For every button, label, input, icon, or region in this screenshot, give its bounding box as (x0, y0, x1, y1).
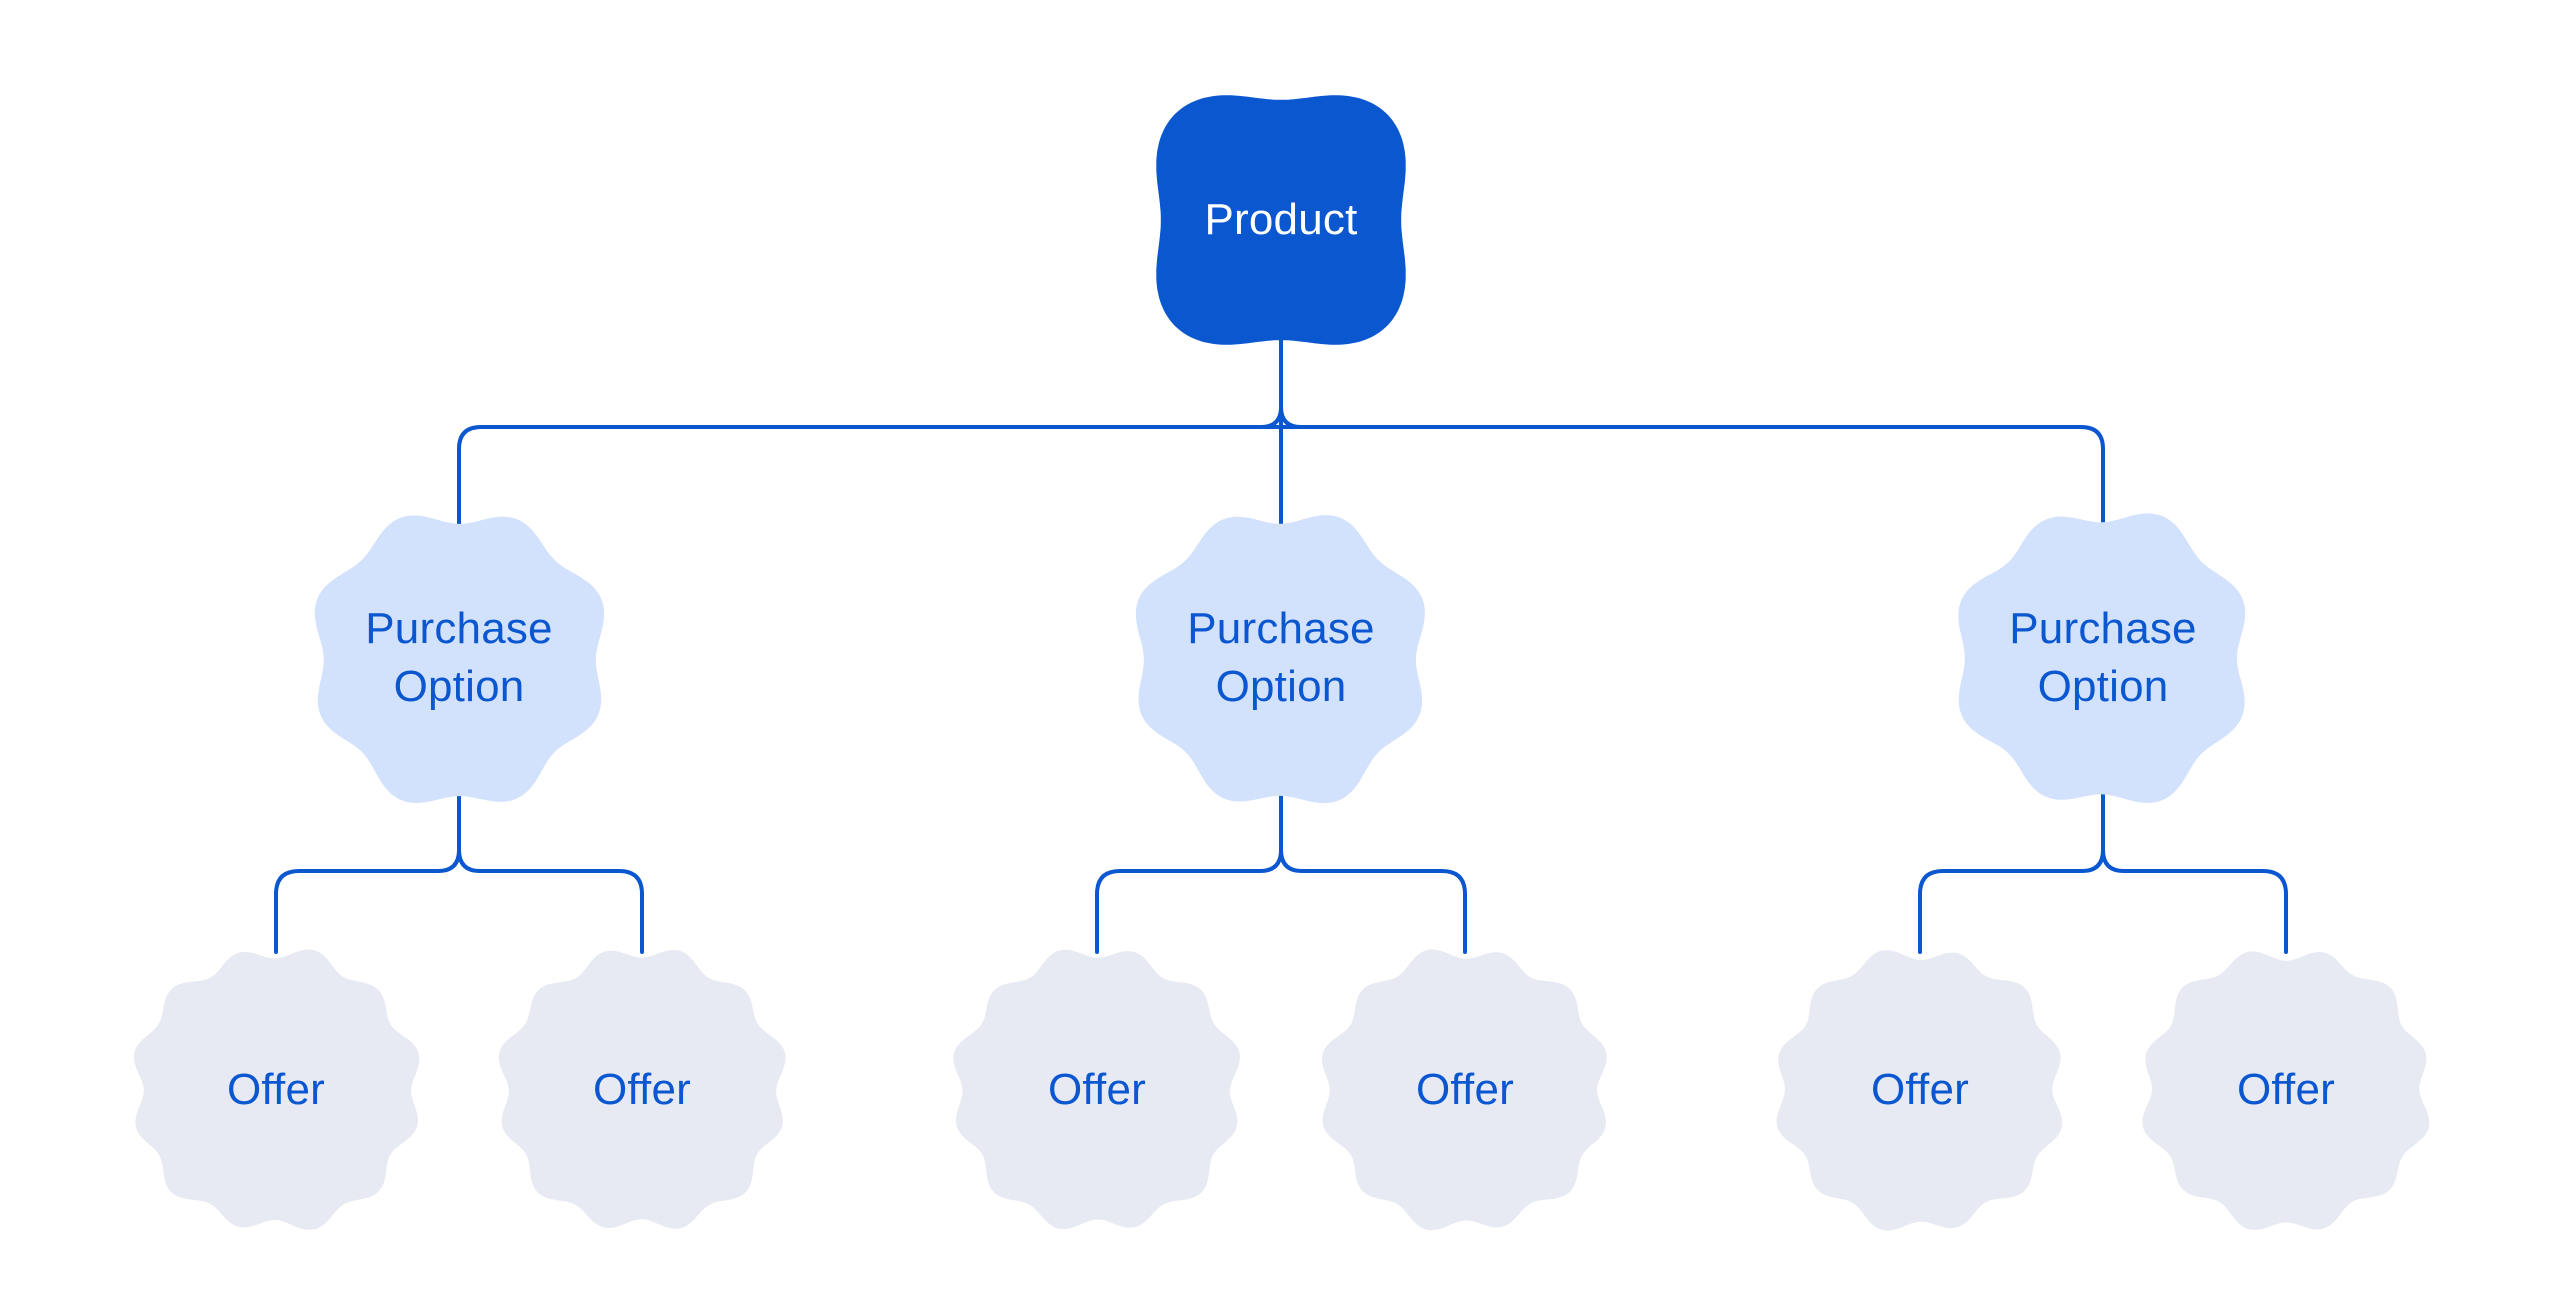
connector-level2-right-arm-3 (2101, 848, 2288, 954)
offer-node-shape-4 (1321, 949, 1607, 1231)
offer-node-shape-1 (133, 949, 420, 1230)
connector-level1-fillet-left (1259, 405, 1283, 429)
connector-level2-left-arm-3 (1918, 848, 2105, 954)
offer-node-shape-5 (1776, 950, 2063, 1231)
connector-level1-fillet-right (1279, 405, 1303, 429)
product-node-shape (1156, 95, 1406, 345)
offer-node-shape-6 (2142, 951, 2430, 1230)
connector-level2-right-arm-2 (1279, 848, 1467, 954)
connector-level2-left-arm-2 (1095, 848, 1283, 954)
purchase-option-node-shape-2 (1135, 515, 1425, 804)
offer-node-shape-3 (953, 949, 1240, 1230)
purchase-option-node-shape-3 (1958, 513, 2246, 803)
connector-level2-right-arm-1 (457, 848, 644, 954)
offer-node-shape-2 (498, 950, 786, 1229)
connector-level2-left-arm-1 (274, 848, 461, 954)
purchase-option-node-shape-1 (314, 515, 605, 803)
